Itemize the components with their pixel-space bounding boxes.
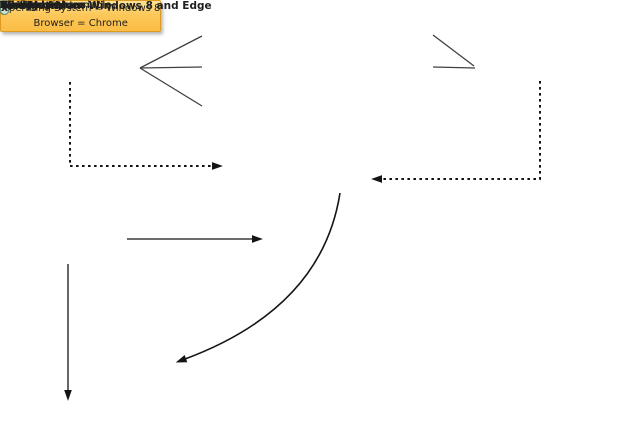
column-header-windows-8: Windows 8 [0,0,55,11]
os-value-connector-lines [139,35,203,107]
config-to-cell-arrow [175,192,341,363]
browser-dotted-arrow [371,81,541,183]
browser-allowed-values-header: Allowed values [0,0,85,11]
matrix-cell-chrome-windows10: x [0,0,10,15]
browser-value-connector-lines [432,34,476,69]
column-header-windows-10: Windows 10 [0,0,61,11]
test-matrix-title: Test Matrix [0,0,66,12]
configuration-box: Operating System = Windows 8 Browser = C… [0,0,162,32]
configuration-line-browser: Browser = Chrome [33,18,128,29]
cell-mark: x [1,1,9,14]
os-axis-label: Operating system [0,0,90,11]
configuration-title: Configuration: Windows 8 and Edge [0,0,212,12]
os-dotted-arrow [69,82,223,170]
os-allowed-values-header: Allowed values [0,0,85,11]
row-header-ie11: IE11 [0,0,22,11]
os-config-variable-caption: Configuration variable [0,0,112,11]
browser-config-variable-caption: Configuration variable [0,0,112,11]
configuration-line-os: Operating System = Windows 8 [1,3,161,14]
browser-axis-label: Browser [0,0,41,11]
row-header-chrome: Chrome [0,0,40,11]
